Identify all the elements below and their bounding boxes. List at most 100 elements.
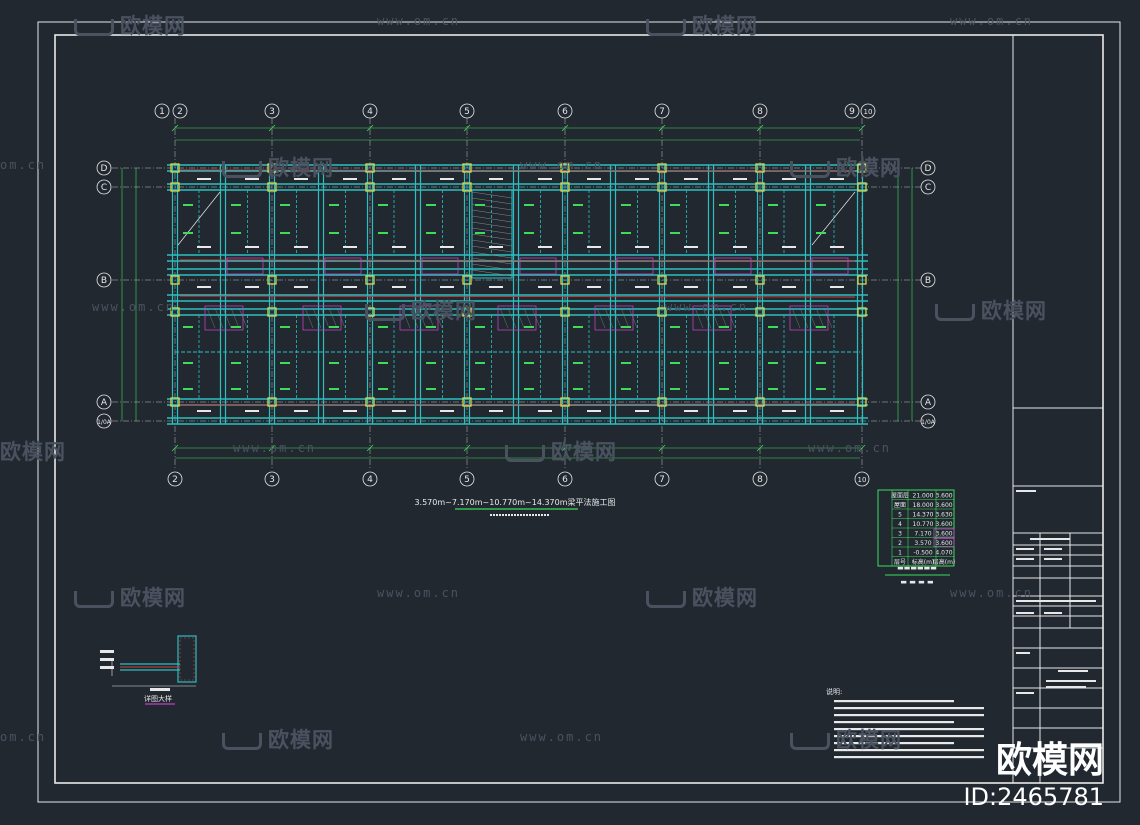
axis-bubble: 1 <box>154 103 170 119</box>
beam-label-mark <box>670 388 680 390</box>
opening-hatch <box>499 307 509 329</box>
watermark-logo: 欧模网 <box>74 10 186 40</box>
beam-label-mark <box>426 204 436 206</box>
beam-label-text <box>635 286 649 288</box>
slab-opening <box>616 257 654 275</box>
title-block-mark <box>1016 600 1096 602</box>
opening-hatch <box>320 307 330 329</box>
stair-hatch <box>471 215 513 223</box>
beam-label-mark <box>768 204 778 206</box>
watermark-url: www.om.cn <box>520 158 604 172</box>
axis-bubble-label: 8 <box>757 107 763 117</box>
level-table-cell: 3 <box>898 531 902 538</box>
beam-label-mark <box>329 204 339 206</box>
beam-label-mark <box>573 326 583 328</box>
axis-bubble-label: B <box>925 276 931 286</box>
rebar-line <box>179 259 856 262</box>
column <box>657 163 667 173</box>
watermark-url: www.om.cn <box>950 586 1034 600</box>
beam-label-text <box>245 178 259 180</box>
axis-bubble-circle <box>920 394 936 410</box>
level-table-cell: 3.600 <box>935 521 952 528</box>
dimension-tick <box>658 444 666 452</box>
beam-label-mark <box>719 204 729 206</box>
axis-bubble-label: D <box>925 164 932 174</box>
axis-bubble-label: 7 <box>659 475 665 485</box>
level-table-cell: 3.600 <box>935 502 952 509</box>
watermark-url: www.om.cn <box>377 14 461 28</box>
opening-hatch <box>336 307 346 329</box>
dimension-tick <box>171 444 179 452</box>
axis-bubble: B <box>96 272 112 288</box>
axis-bubble-label: 6 <box>562 107 568 117</box>
column <box>267 397 277 407</box>
beam-label-mark <box>475 362 485 364</box>
rebar-line <box>179 403 856 406</box>
title-block-mark <box>1058 670 1088 672</box>
level-table-cell: 4.070 <box>935 550 952 557</box>
column <box>267 163 277 173</box>
column <box>755 182 765 192</box>
axis-bubble: A <box>920 394 936 410</box>
axis-bubble-label: D <box>101 164 108 174</box>
watermark-logo: 欧模网 <box>74 582 186 612</box>
watermark-logo: 欧模网 <box>365 295 477 325</box>
title-block-mark <box>1046 680 1096 682</box>
axis-bubble-label: 1/0A <box>921 419 936 426</box>
beam-label-text <box>684 246 698 248</box>
level-table-cell: 3.630 <box>935 512 952 519</box>
beam-label-text <box>294 246 308 248</box>
beam-label-mark <box>670 204 680 206</box>
beam-label-text <box>245 246 259 248</box>
column <box>857 397 867 407</box>
axis-bubble: 7 <box>654 471 670 487</box>
level-table-cell: -0.500 <box>913 550 933 557</box>
axis-bubble: A <box>96 394 112 410</box>
note-line <box>834 742 954 745</box>
level-table-cell: 14.370 <box>913 512 934 519</box>
axis-bubble-circle <box>362 471 378 487</box>
opening-hatch <box>230 307 240 329</box>
opening-hatch <box>531 307 541 329</box>
beam-label-mark <box>183 204 193 206</box>
plan-title: 3.570m~7.170m~10.770m~14.370m梁平法施工图 <box>414 497 615 507</box>
beam-label-text <box>587 178 601 180</box>
beam-label-text <box>197 246 211 248</box>
watermark-url: om.cn <box>0 158 47 172</box>
column <box>657 182 667 192</box>
beam-label-text <box>830 246 844 248</box>
notes-heading: 说明: <box>826 687 842 696</box>
axis-bubble-circle <box>752 103 768 119</box>
level-table-cell: 层高(m) <box>933 558 956 566</box>
beam-label-text <box>538 178 552 180</box>
beam-label-mark <box>768 388 778 390</box>
column <box>462 275 472 285</box>
column <box>755 307 765 317</box>
detail-drawing <box>100 635 197 691</box>
axis-bubble-circle <box>154 103 170 119</box>
note-line <box>834 735 984 738</box>
axis-bubble: 8 <box>752 471 768 487</box>
beam-label-mark <box>231 204 241 206</box>
column <box>365 163 375 173</box>
level-table-cell: 4 <box>898 521 902 528</box>
watermark-url: www.om.cn <box>520 730 604 744</box>
opening-hatch <box>710 307 720 329</box>
column <box>462 397 472 407</box>
column <box>755 163 765 173</box>
beam-label-text <box>392 246 406 248</box>
beam-label-text <box>782 178 796 180</box>
axis-bubble-label: 4 <box>367 107 373 117</box>
beam-label-mark <box>816 388 826 390</box>
axis-bubble-label: 3 <box>269 475 275 485</box>
axis-bubble: 4 <box>362 471 378 487</box>
note-line <box>834 728 984 731</box>
beam-label-text <box>830 410 844 412</box>
opening-hatch <box>214 307 224 329</box>
opening-hatch <box>620 307 630 329</box>
beam-label-text <box>294 178 308 180</box>
beam-label-mark <box>183 362 193 364</box>
axis-bubble-circle <box>854 471 870 487</box>
beam-label-text <box>635 410 649 412</box>
